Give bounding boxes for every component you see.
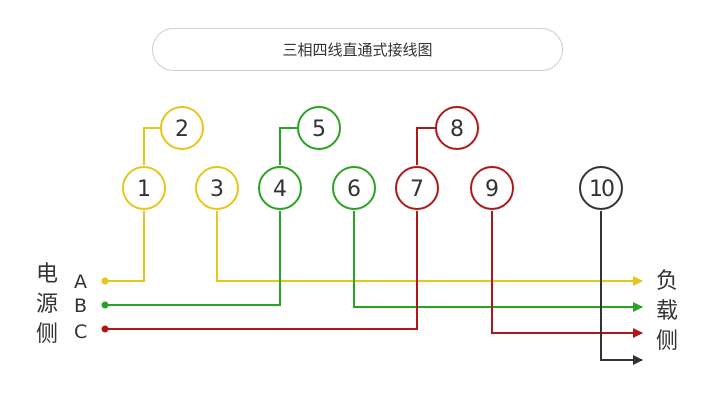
terminal-8 [435, 106, 479, 150]
wire-c-in [105, 211, 418, 330]
terminal-1 [122, 166, 166, 210]
source-dot-c [101, 325, 109, 333]
terminal-label-1: 1 [137, 177, 151, 202]
wire-b-in [105, 211, 281, 306]
wire-b-out [353, 211, 643, 312]
source-label-3: 侧 [36, 322, 58, 347]
source-dot-a [101, 277, 109, 285]
phase-label-b: B [74, 295, 87, 317]
wire-c-out [491, 211, 643, 338]
terminal-label-7: 7 [410, 177, 424, 202]
wire-1-2 [143, 127, 161, 165]
phase-label-c: C [74, 321, 87, 343]
terminal-7 [395, 166, 439, 210]
phase-label-a: A [74, 271, 87, 293]
load-label-2: 载 [656, 299, 678, 324]
terminal-4 [258, 166, 302, 210]
source-label-2: 源 [36, 292, 58, 317]
load-label-1: 负 [656, 269, 678, 294]
wire-a-in [105, 211, 145, 282]
terminal-label-9: 9 [485, 177, 499, 202]
diagram-title: 三相四线直通式接线图 [152, 28, 563, 71]
terminal-label-2: 2 [175, 117, 189, 142]
terminal-label-6: 6 [347, 177, 361, 202]
terminal-10 [579, 166, 623, 210]
terminal-label-4: 4 [273, 177, 287, 202]
terminal-3 [195, 166, 239, 210]
terminal-2 [160, 106, 204, 150]
wire-a-out [216, 211, 643, 286]
terminal-label-8: 8 [450, 117, 464, 142]
terminal-label-10: 10 [589, 177, 614, 202]
terminal-label-3: 3 [210, 177, 224, 202]
terminal-5 [297, 106, 341, 150]
load-label-3: 侧 [656, 329, 678, 354]
source-label-1: 电 [36, 262, 58, 287]
wire-4-5 [279, 127, 297, 165]
source-dot-b [101, 301, 109, 309]
wire-7-8 [416, 127, 435, 165]
terminal-9 [470, 166, 514, 210]
terminal-label-5: 5 [312, 117, 326, 142]
wire-neutral-out [600, 211, 643, 365]
terminal-6 [332, 166, 376, 210]
